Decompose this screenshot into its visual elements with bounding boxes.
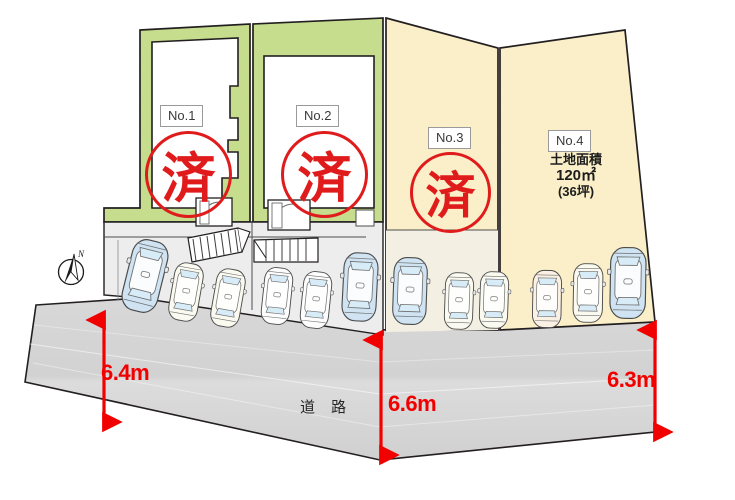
car — [337, 251, 383, 323]
car — [606, 246, 650, 320]
status-stamp-no3-text: 済 — [425, 167, 476, 224]
lot-label-no2: No.2 — [296, 105, 340, 127]
lot-label-no4: No.4 — [548, 130, 592, 152]
dimension-label-right: 6.3m — [607, 367, 656, 392]
car — [475, 270, 513, 330]
dimension-label-left: 6.4m — [101, 360, 150, 385]
status-stamp-no2: 済 — [281, 131, 368, 218]
lot-area-caption-no4: 土地面積 — [549, 152, 602, 167]
car — [569, 262, 607, 324]
status-stamp-no3: 済 — [410, 152, 491, 233]
lot-label-no1: No.1 — [160, 105, 204, 127]
status-stamp-no1-text: 済 — [161, 149, 216, 209]
road-label: 道 路 — [300, 399, 353, 416]
car — [388, 256, 432, 326]
road-area — [24, 297, 656, 461]
lot-label-no3: No.3 — [428, 127, 472, 149]
dimension-label-center: 6.6m — [388, 391, 437, 416]
car — [440, 271, 478, 331]
lot-area-sqm-no4: 120㎡ — [555, 167, 597, 184]
lot-area-tsubo-no4: (36坪) — [557, 184, 595, 199]
compass-north-label: N — [78, 249, 85, 259]
status-stamp-no2-text: 済 — [297, 149, 352, 209]
stairs-left — [187, 227, 251, 263]
car — [529, 269, 565, 329]
compass-icon — [57, 253, 85, 286]
status-stamp-no1: 済 — [145, 131, 232, 218]
stairs-right — [253, 237, 319, 263]
